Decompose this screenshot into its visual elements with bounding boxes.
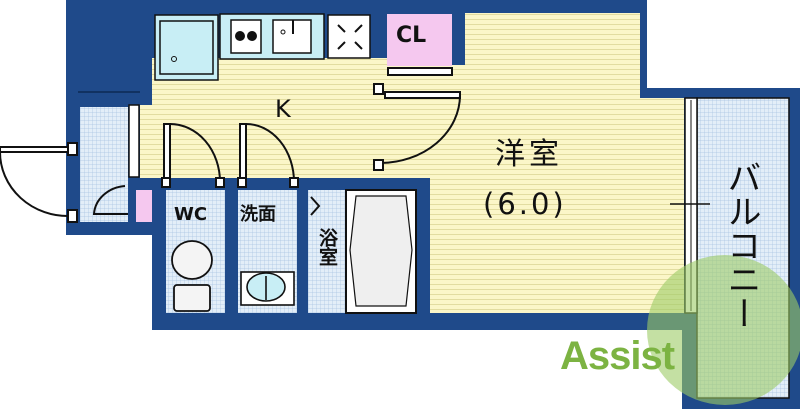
balcony-label: バルコニー: [721, 160, 761, 330]
washroom-label: 洗面: [240, 204, 276, 225]
western-room-size: (6.0): [483, 187, 567, 221]
stove-sink-icon: [219, 13, 325, 60]
kitchen-label: K: [275, 95, 291, 123]
washbasin-icon: [240, 271, 295, 306]
toilet-icon: [171, 240, 213, 312]
interior-doors[interactable]: [161, 83, 461, 188]
bathtub-icon: [345, 189, 417, 314]
entrance-floor: [80, 107, 128, 222]
refrigerator-icon: [154, 14, 219, 81]
western-room-label: 洋室: [495, 137, 563, 172]
western-room-floor: [385, 13, 684, 313]
toilet-label: WC: [174, 204, 208, 225]
closet-label: CL: [396, 23, 427, 48]
bathroom-label: 浴室: [316, 228, 338, 266]
range-hood-icon: [327, 14, 371, 59]
closet[interactable]: [387, 14, 452, 66]
watermark-text: Assist: [560, 334, 675, 378]
entrance-door[interactable]: [0, 142, 128, 223]
assist-watermark-logo: [647, 255, 800, 405]
